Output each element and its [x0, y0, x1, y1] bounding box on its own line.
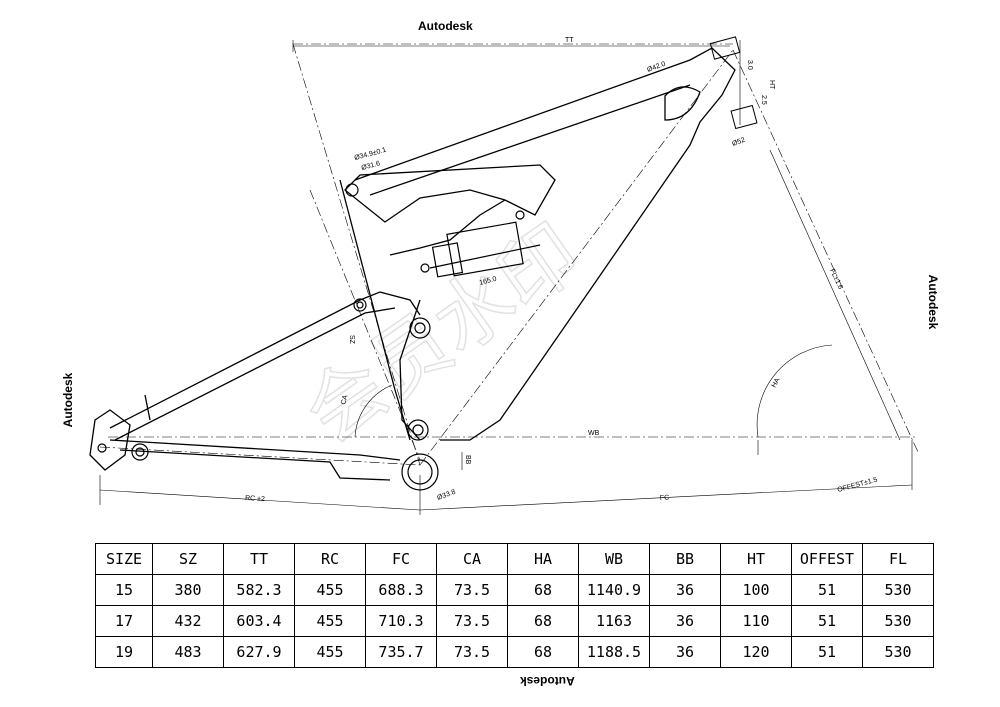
header-ht: HT [720, 543, 792, 575]
table-cell: 36 [649, 574, 721, 606]
table-cell: 1163 [578, 605, 650, 637]
table-cell: 15 [95, 574, 153, 606]
label-tt: TT [565, 37, 574, 44]
table-cell: 1140.9 [578, 574, 650, 606]
header-offest: OFFEST [791, 543, 863, 575]
label-rc: RC ±2 [245, 495, 265, 503]
dimension-lines [99, 40, 913, 515]
table-cell: 73.5 [436, 574, 508, 606]
head-tube [709, 36, 758, 130]
header-ha: HA [507, 543, 579, 575]
table-cell: 582.3 [223, 574, 295, 606]
watermark-top: Autodesk [418, 19, 473, 33]
table-cell: 455 [294, 574, 366, 606]
label-dim-3: 3.0 [746, 60, 753, 70]
table-row: 19 483 627.9 455 735.7 73.5 68 1188.5 36… [95, 636, 934, 668]
table-cell: 100 [720, 574, 792, 606]
label-seat-dia-1: Ø34.9±0.1 [354, 147, 387, 162]
table-cell: 483 [152, 636, 224, 668]
header-fl: FL [862, 543, 934, 575]
table-cell: 735.7 [365, 636, 437, 668]
label-head-dia-bottom: Ø52 [731, 137, 746, 148]
label-fl: FL±1.6 [828, 268, 844, 291]
table-cell: 710.3 [365, 605, 437, 637]
label-sz: SZ [348, 335, 355, 345]
table-cell: 51 [791, 636, 863, 668]
geometry-table: SIZE SZ TT RC FC CA HA WB BB HT OFFEST F… [95, 543, 934, 668]
label-wb: WB [588, 430, 600, 437]
table-cell: 36 [649, 605, 721, 637]
watermark-bottom: Autodesk [520, 674, 575, 688]
table-header-row: SIZE SZ TT RC FC CA HA WB BB HT OFFEST F… [95, 543, 934, 575]
table-cell: 1188.5 [578, 636, 650, 668]
table-cell: 455 [294, 636, 366, 668]
label-bb-dia: Ø33.8 [436, 489, 456, 502]
header-rc: RC [294, 543, 366, 575]
table-cell: 68 [507, 636, 579, 668]
table-cell: 380 [152, 574, 224, 606]
rear-shock [429, 221, 541, 278]
table-cell: 68 [507, 574, 579, 606]
table-cell: 688.3 [365, 574, 437, 606]
header-ca: CA [436, 543, 508, 575]
label-offest: OFFEST±1.5 [837, 476, 879, 493]
label-seat-dia-2: Ø31.6 [361, 160, 381, 172]
table-cell: 603.4 [223, 605, 295, 637]
header-wb: WB [578, 543, 650, 575]
table-cell: 73.5 [436, 605, 508, 637]
table-cell: 51 [791, 574, 863, 606]
table-cell: 120 [720, 636, 792, 668]
label-ht: HT [768, 80, 775, 90]
rear-triangle [89, 291, 421, 481]
label-fc: FC [660, 495, 670, 502]
header-fc: FC [365, 543, 437, 575]
label-dim-2-5: 2.5 [760, 95, 767, 105]
table-cell: 73.5 [436, 636, 508, 668]
header-size: SIZE [95, 543, 153, 575]
header-tt: TT [223, 543, 295, 575]
table-cell: 19 [95, 636, 153, 668]
table-row: 17 432 603.4 455 710.3 73.5 68 1163 36 1… [95, 605, 934, 637]
table-cell: 627.9 [223, 636, 295, 668]
label-shock: 165.0 [479, 276, 498, 287]
table-cell: 530 [862, 636, 934, 668]
table-cell: 530 [862, 574, 934, 606]
table-cell: 17 [95, 605, 153, 637]
table-cell: 530 [862, 605, 934, 637]
table-row: 15 380 582.3 455 688.3 73.5 68 1140.9 36… [95, 574, 934, 606]
table-cell: 51 [791, 605, 863, 637]
header-sz: SZ [152, 543, 224, 575]
table-cell: 110 [720, 605, 792, 637]
front-triangle [339, 47, 736, 441]
label-bb: BB [464, 455, 471, 465]
table-cell: 36 [649, 636, 721, 668]
table-cell: 68 [507, 605, 579, 637]
frame-geometry-drawing: 会员水印 [89, 36, 919, 515]
pivot-points [97, 183, 525, 491]
table-cell: 432 [152, 605, 224, 637]
label-ca: CA [340, 394, 349, 406]
label-ha: HA [771, 377, 782, 389]
table-cell: 455 [294, 605, 366, 637]
header-bb: BB [649, 543, 721, 575]
